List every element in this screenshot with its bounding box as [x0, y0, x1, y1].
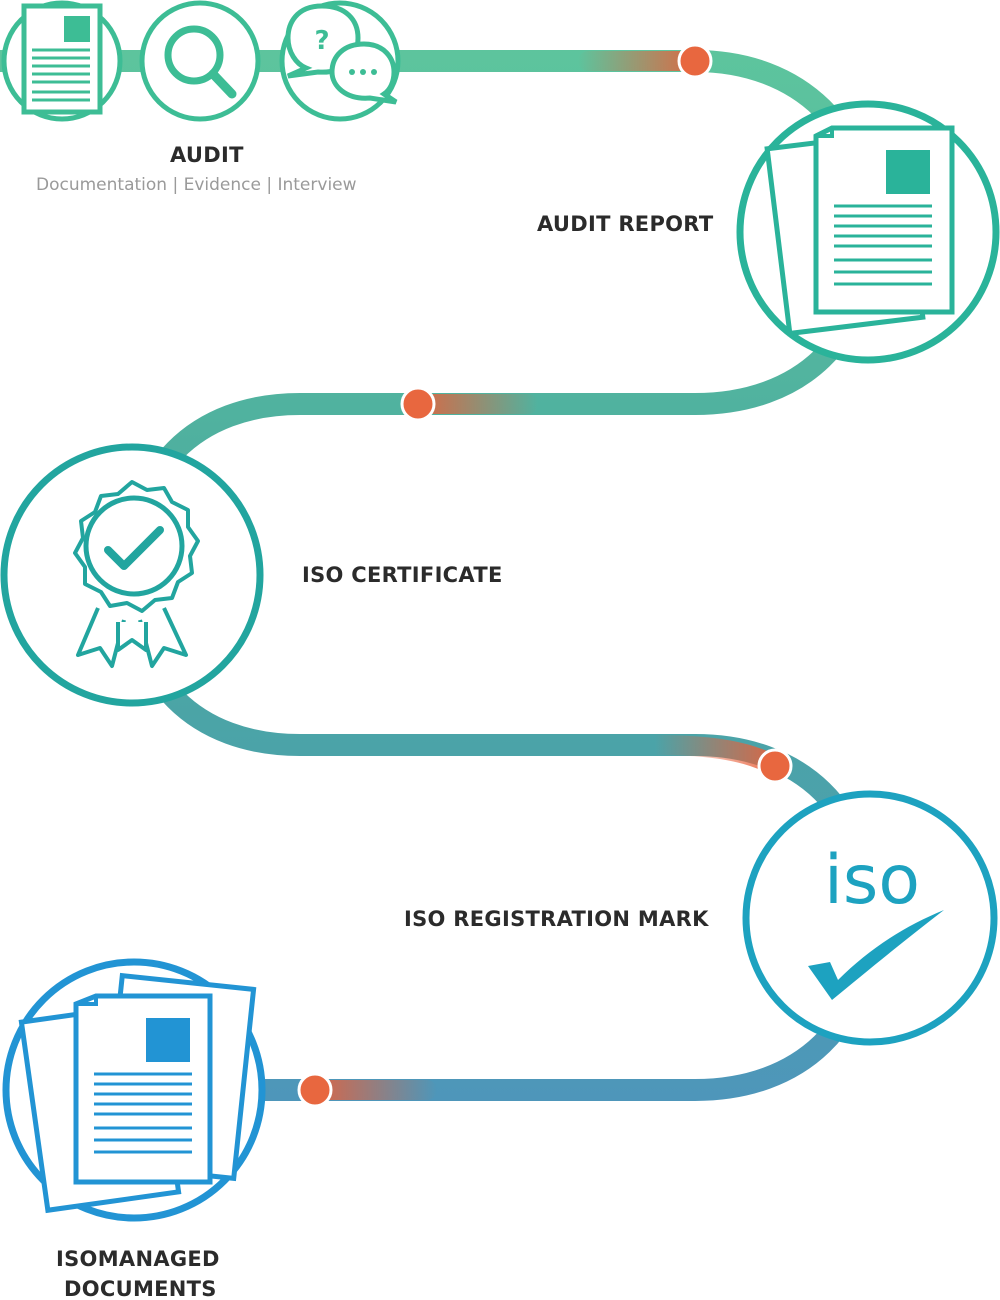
speech-bubbles-icon: ?	[279, 0, 401, 122]
audit-report-title: AUDIT REPORT	[537, 212, 714, 236]
progress-marker-2	[400, 386, 538, 422]
iso-registration-mark-title: ISO REGISTRATION MARK	[404, 907, 709, 931]
rosette-badge-icon	[0, 443, 264, 707]
document-icon	[1, 0, 123, 122]
progress-marker-4	[297, 1072, 437, 1108]
svg-text:?: ?	[314, 26, 329, 56]
iso-icon-text: iso	[824, 841, 920, 920]
document-stack-icon	[2, 958, 266, 1222]
managed-documents-title-line2: DOCUMENTS	[64, 1277, 217, 1300]
iso-certificate-title: ISO CERTIFICATE	[302, 563, 503, 587]
iso-checkmark-icon: iso	[742, 790, 998, 1046]
audit-title: AUDIT	[170, 143, 244, 167]
progress-marker-1	[578, 43, 713, 79]
report-document-icon	[736, 100, 1000, 364]
audit-subtitle: Documentation | Evidence | Interview	[36, 175, 357, 195]
progress-marker-3	[645, 735, 793, 784]
managed-documents-title-line1: ISOMANAGED	[56, 1247, 220, 1271]
magnifier-icon	[139, 0, 261, 122]
audit-icon-group: ?	[1, 0, 401, 122]
